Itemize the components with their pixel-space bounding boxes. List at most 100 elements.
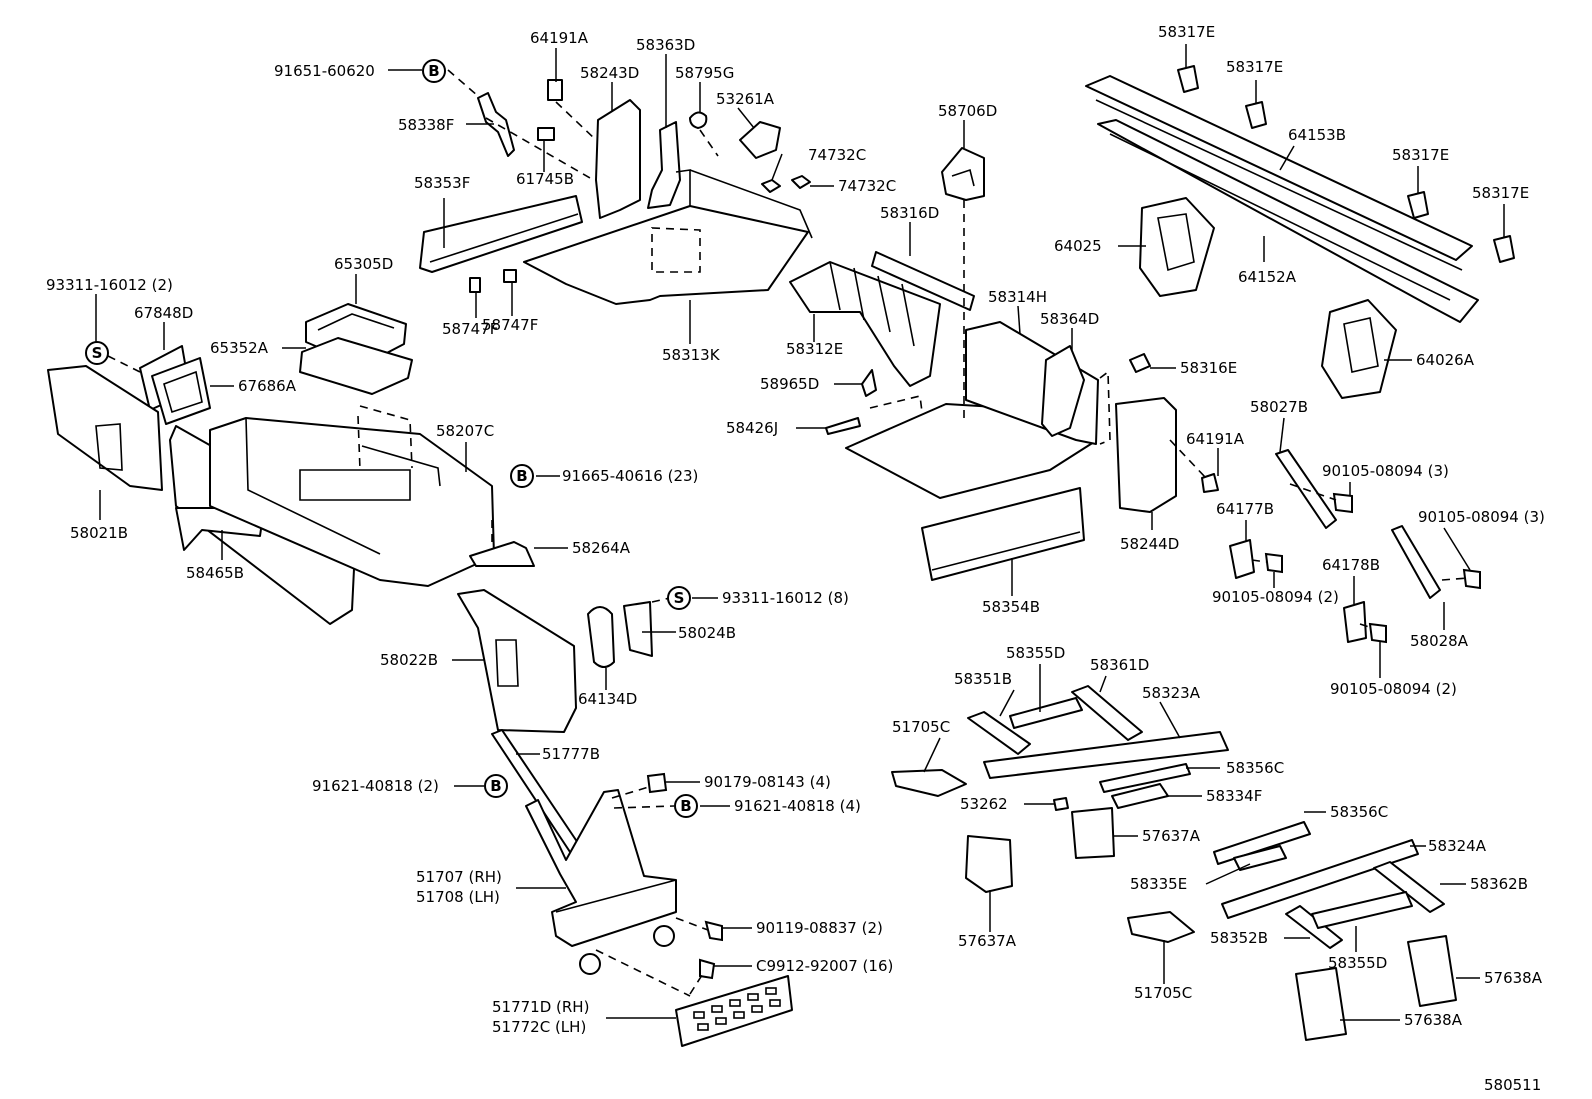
label-58313k: 58313K (662, 346, 721, 364)
label-58314h: 58314H (988, 288, 1047, 306)
label-64178b: 64178B (1322, 556, 1380, 574)
label-61745b: 61745B (516, 170, 574, 188)
label-58316e: 58316E (1180, 359, 1237, 377)
label-64153b: 64153B (1288, 126, 1346, 144)
label-51707: 51707 (RH) (416, 868, 502, 886)
label-93311-16012-2: 93311-16012 (2) (46, 276, 173, 294)
label-58021b: 58021B (70, 524, 128, 542)
label-58027b: 58027B (1250, 398, 1308, 416)
part-51771d (675, 975, 793, 1047)
label-57638a-1: 57638A (1484, 969, 1543, 987)
part-57638a-b (1295, 967, 1347, 1041)
label-57638a-2: 57638A (1404, 1011, 1463, 1029)
part-53262 (1053, 797, 1069, 811)
label-58363d: 58363D (636, 36, 695, 54)
part-64026a (1321, 299, 1397, 399)
label-58244d: 58244D (1120, 535, 1179, 553)
label-64191a-right: 64191A (1186, 430, 1245, 448)
label-67686a: 67686A (238, 377, 297, 395)
label-90119-08837: 90119-08837 (2) (756, 919, 883, 937)
part-51705c-top (891, 769, 967, 797)
svg-text:S: S (92, 344, 103, 362)
marker-s-2: S (667, 586, 691, 610)
label-91651-60620: 91651-60620 (274, 62, 375, 80)
label-58747f-2: 58747F (482, 316, 538, 334)
part-58316e (1129, 353, 1151, 373)
part-64134d (587, 606, 615, 668)
label-58364d: 58364D (1040, 310, 1099, 328)
label-53262: 53262 (960, 795, 1008, 813)
label-64134d: 64134D (578, 690, 637, 708)
svg-text:B: B (516, 467, 527, 485)
marker-b-4: B (674, 794, 698, 818)
part-64191a-top (547, 79, 563, 101)
label-65305d: 65305D (334, 255, 393, 273)
label-58362b: 58362B (1470, 875, 1528, 893)
label-74732c-1: 74732C (808, 146, 866, 164)
label-91621-40818-2: 91621-40818 (2) (312, 777, 439, 795)
label-58317e-3: 58317E (1392, 146, 1449, 164)
part-58795g (689, 111, 708, 129)
part-51707 (525, 789, 677, 947)
figure-number: 580511 (1484, 1076, 1541, 1094)
part-58335e (1233, 845, 1287, 871)
part-58317e-b (1245, 101, 1267, 129)
label-58426j: 58426J (726, 419, 778, 437)
label-58965d: 58965D (760, 375, 819, 393)
label-58338f: 58338F (398, 116, 454, 134)
label-90105-08094-2b: 90105-08094 (2) (1330, 680, 1457, 698)
marker-b-2: B (510, 464, 534, 488)
label-58355d-bottom: 58355D (1328, 954, 1387, 972)
label-91665-40616: 91665-40616 (23) (562, 467, 698, 485)
part-58354b (921, 487, 1085, 581)
label-58334f: 58334F (1206, 787, 1262, 805)
part-58426j (825, 417, 861, 435)
part-64025 (1139, 197, 1215, 297)
label-64026a: 64026A (1416, 351, 1475, 369)
part-58317e-a (1177, 65, 1199, 93)
label-58323a: 58323A (1142, 684, 1201, 702)
part-53261a (739, 121, 781, 159)
fasteners (646, 492, 1481, 980)
label-51771d: 51771D (RH) (492, 998, 589, 1016)
leader-lines (95, 44, 1505, 1021)
label-58264a: 58264A (572, 539, 631, 557)
label-57637a-1: 57637A (1142, 827, 1201, 845)
part-58316d (871, 251, 975, 311)
label-58795g: 58795G (675, 64, 734, 82)
part-58362b (1373, 861, 1445, 913)
label-58024b: 58024B (678, 624, 736, 642)
label-74732c-2: 74732C (838, 177, 896, 195)
label-64191a-top: 64191A (530, 29, 589, 47)
label-58207c: 58207C (436, 422, 494, 440)
label-58352b: 58352B (1210, 929, 1268, 947)
svg-text:B: B (428, 62, 439, 80)
label-51777b: 51777B (542, 745, 600, 763)
svg-text:B: B (680, 797, 691, 815)
label-51708: 51708 (LH) (416, 888, 500, 906)
marker-b-1: B (422, 59, 446, 83)
label-90105-08094-3a: 90105-08094 (3) (1322, 462, 1449, 480)
part-58356c-top (1099, 763, 1191, 793)
label-58316d: 58316D (880, 204, 939, 222)
marker-s-1: S (85, 341, 109, 365)
label-53261a: 53261A (716, 90, 775, 108)
svg-text:S: S (674, 589, 685, 607)
part-64191a-right (1201, 473, 1219, 493)
label-64177b: 64177B (1216, 500, 1274, 518)
label-91621-40818-4: 91621-40818 (4) (734, 797, 861, 815)
label-58356c-1: 58356C (1226, 759, 1284, 777)
part-74732c-a (761, 179, 781, 193)
label-65352a: 65352A (210, 339, 269, 357)
label-58465b: 58465B (186, 564, 244, 582)
parts-drawing (47, 65, 1515, 1047)
part-51705c-bottom (1127, 911, 1195, 943)
part-58747f-b (503, 269, 517, 283)
label-58312e: 58312E (786, 340, 843, 358)
label-51705c-top: 51705C (892, 718, 950, 736)
reference-markers: B S B S B B (85, 59, 698, 818)
part-58356c-bottom (1213, 821, 1311, 865)
part-58317e-d (1493, 235, 1515, 263)
part-58353f (419, 195, 583, 273)
